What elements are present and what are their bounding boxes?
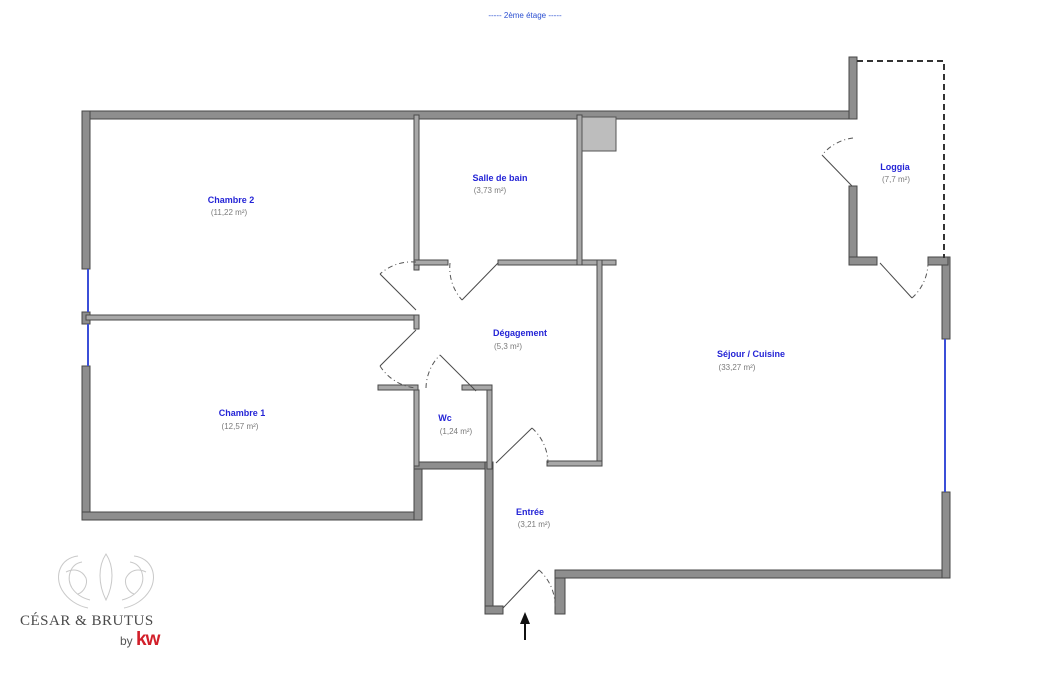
room-chambre2-area: (11,22 m²) — [211, 208, 248, 217]
wall-loggia-right-end — [927, 256, 949, 266]
wall-step — [413, 461, 423, 521]
windows — [87, 269, 946, 492]
wall-chambre2-sdb — [413, 114, 420, 271]
wall-chambre2-chambre1 — [85, 314, 420, 321]
door-wc[interactable] — [439, 354, 477, 392]
door-sdb[interactable] — [461, 262, 499, 301]
room-degagement-area: (5,3 m²) — [494, 342, 522, 351]
duct-shaft — [581, 116, 617, 152]
room-loggia-name: Loggia — [880, 162, 910, 172]
wall-bottom-left — [81, 511, 423, 521]
company-logo: CÉSAR & BRUTUS by kw — [20, 550, 180, 660]
door-chambre2[interactable] — [379, 273, 417, 311]
room-wc-area: (1,24 m²) — [440, 427, 473, 436]
wall-chambre1-deg — [413, 314, 420, 330]
lion-emblem-icon — [58, 553, 154, 609]
loggia-outline — [857, 60, 945, 258]
door-degagement[interactable] — [495, 427, 533, 464]
wall-right-lower — [941, 491, 951, 579]
room-loggia-area: (7,7 m²) — [882, 175, 910, 184]
room-chambre1-name: Chambre 1 — [219, 408, 266, 418]
wall-wc-right — [486, 384, 493, 470]
room-sdb-area: (3,73 m²) — [474, 186, 507, 195]
wall-top — [81, 110, 856, 120]
wall-wc-top — [461, 384, 493, 391]
room-chambre1-area: (12,57 m²) — [222, 422, 259, 431]
interior-walls — [85, 114, 617, 470]
logo-brand: kw — [136, 629, 160, 650]
room-chambre2-name: Chambre 2 — [208, 195, 255, 205]
floor-title: ----- 2ème étage ----- — [488, 11, 562, 20]
wall-left-upper — [81, 110, 91, 270]
door-loggia[interactable] — [821, 154, 853, 187]
room-sejour-area: (33,27 m²) — [719, 363, 756, 372]
wall-bottom-right — [554, 569, 951, 579]
wall-deg-right — [596, 259, 603, 467]
wall-sdb-bottom-right — [497, 259, 617, 266]
wall-left-lower — [81, 365, 91, 521]
wall-loggia-bottom — [848, 256, 878, 266]
door-entree[interactable] — [502, 569, 540, 609]
entrance-arrow-icon — [520, 612, 530, 640]
wall-loggia-left-lower — [848, 185, 858, 266]
room-labels: Chambre 2 (11,22 m²) Salle de bain (3,73… — [208, 162, 911, 529]
wall-entree-bottom-left — [484, 605, 504, 615]
room-degagement-name: Dégagement — [493, 328, 547, 338]
wall-sdb-right — [576, 114, 583, 266]
wall-deg-bottom — [546, 460, 603, 467]
wall-wc-bottom — [413, 461, 493, 470]
wall-chambre1-wc — [413, 389, 420, 467]
logo-by: by — [120, 634, 133, 648]
room-entree-area: (3,21 m²) — [518, 520, 551, 529]
wall-sdb-bottom-left — [413, 259, 449, 266]
wall-loggia-left-upper — [848, 56, 858, 120]
room-sdb-name: Salle de bain — [472, 173, 527, 183]
room-wc-name: Wc — [438, 413, 452, 423]
door-loggia-sejour[interactable] — [879, 262, 913, 299]
wall-entree-left — [484, 461, 494, 615]
room-sejour-name: Séjour / Cuisine — [717, 349, 785, 359]
door-chambre1[interactable] — [379, 329, 417, 367]
wall-deg-stub — [377, 384, 419, 391]
wall-right-upper — [941, 256, 951, 340]
doors — [379, 137, 929, 609]
room-entree-name: Entrée — [516, 507, 544, 517]
logo-name: CÉSAR & BRUTUS — [20, 613, 154, 629]
